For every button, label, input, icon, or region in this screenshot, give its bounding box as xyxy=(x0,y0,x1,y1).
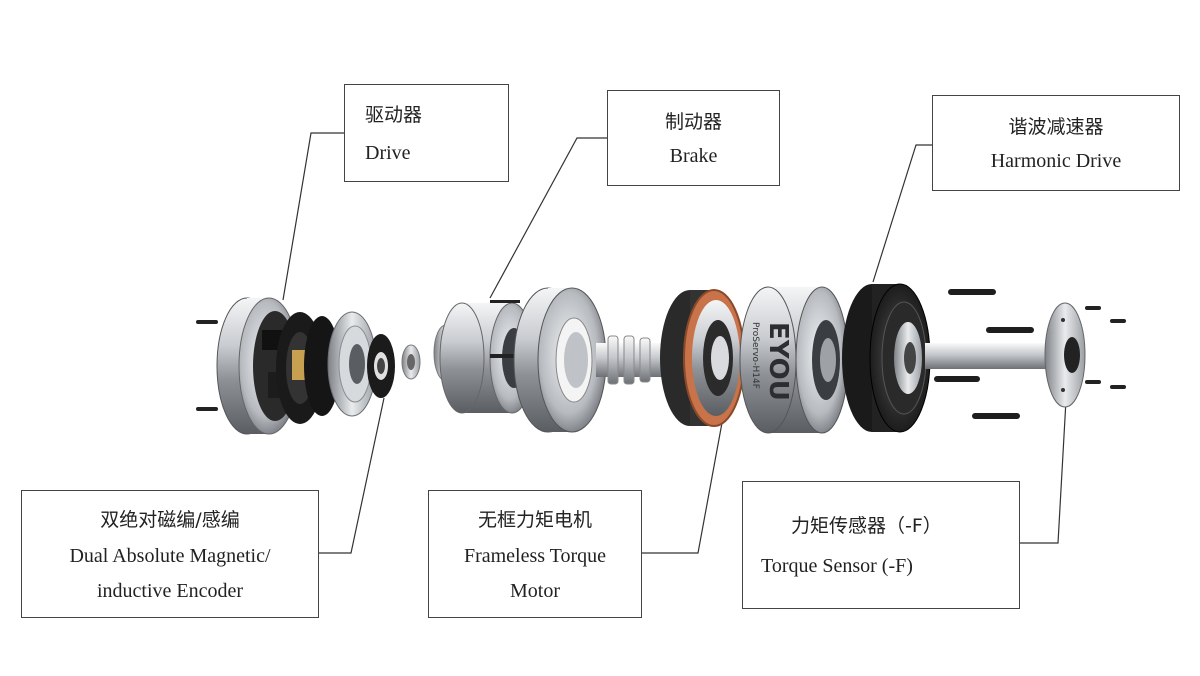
callout-torque-sensor: 力矩传感器（-F） Torque Sensor (-F) xyxy=(742,481,1020,609)
model-text: ProServo-H14F xyxy=(750,322,760,389)
leader-lines xyxy=(282,132,1067,554)
rotor-shaft xyxy=(596,335,666,385)
actuator-housing: EYOU ProServo-H14F xyxy=(739,286,849,434)
harmonic-label-en: Harmonic Drive xyxy=(990,150,1122,172)
leader-line-torque xyxy=(1020,399,1067,544)
torque-label-en: Torque Sensor (-F) xyxy=(761,555,913,577)
callout-brake: 制动器 Brake xyxy=(607,90,780,186)
encoder-label-en: Dual Absolute Magnetic/ inductive Encode… xyxy=(22,544,318,604)
leader-line-drive xyxy=(282,132,344,301)
encoder-assembly xyxy=(327,311,421,417)
encoder-label-en-line1: Dual Absolute Magnetic/ xyxy=(69,544,271,567)
brake-assembly xyxy=(433,287,607,433)
callout-frameless-motor: 无框力矩电机 Frameless Torque Motor xyxy=(428,490,642,618)
motor-label-zh: 无框力矩电机 xyxy=(477,508,592,531)
leader-line-brake xyxy=(489,137,607,299)
drive-label-zh: 驱动器 xyxy=(365,104,423,126)
motor-label-en-line2: Motor xyxy=(510,579,560,602)
torque-sensor xyxy=(925,302,1086,408)
harmonic-label-zh: 谐波减速器 xyxy=(1008,116,1104,138)
screws-right xyxy=(934,289,1126,419)
screws-left xyxy=(196,320,218,411)
brake-label-en: Brake xyxy=(669,145,718,167)
leader-line-motor xyxy=(642,411,725,554)
callout-encoder: 双绝对磁编/感编 Dual Absolute Magnetic/ inducti… xyxy=(21,490,319,618)
leader-line-encoder xyxy=(319,397,385,554)
motor-label-en-line1: Frameless Torque xyxy=(463,544,607,567)
encoder-label-zh: 双绝对磁编/感编 xyxy=(100,508,240,531)
torque-label-zh: 力矩传感器（-F） xyxy=(791,515,942,537)
motor-label-en: Frameless Torque Motor xyxy=(429,544,641,604)
brake-label-zh: 制动器 xyxy=(664,111,722,133)
frameless-motor xyxy=(660,289,745,427)
leader-line-harmonic xyxy=(872,144,932,283)
callout-harmonic-drive: 谐波减速器 Harmonic Drive xyxy=(932,95,1180,191)
callout-drive: 驱动器 Drive xyxy=(344,84,509,182)
drive-unit xyxy=(216,297,340,435)
encoder-label-en-line2: inductive Encoder xyxy=(96,579,244,602)
brand-logo: EYOU xyxy=(763,322,793,401)
drive-label-en: Drive xyxy=(365,142,411,164)
harmonic-drive xyxy=(842,283,931,433)
